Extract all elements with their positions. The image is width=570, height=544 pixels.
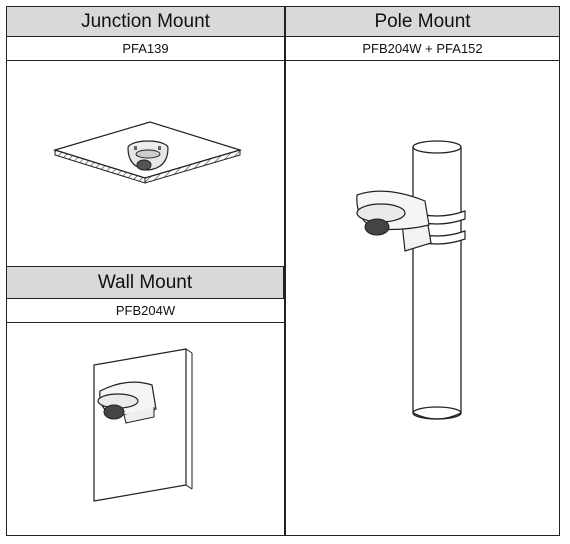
ceiling-junction-mount-icon [52, 121, 243, 184]
pole-mount-header: Pole Mount [286, 7, 559, 37]
pole-mount-model-row: PFB204W + PFA152 [286, 37, 559, 61]
pole-mount-icon [356, 140, 466, 420]
wall-mount-title: Wall Mount [97, 271, 193, 293]
column-divider [284, 6, 286, 536]
wall-mount-header: Wall Mount [7, 267, 284, 299]
junction-mount-model-row: PFA139 [7, 37, 284, 61]
mount-table [6, 6, 560, 536]
wall-mount-model: PFB204W [115, 303, 176, 318]
junction-mount-header: Junction Mount [7, 7, 284, 37]
pole-mount-model: PFB204W + PFA152 [362, 41, 483, 56]
wall-mount-model-row: PFB204W [7, 299, 284, 323]
junction-mount-model: PFA139 [122, 41, 169, 56]
junction-mount-title: Junction Mount [81, 10, 210, 32]
wall-mount-icon [93, 348, 193, 502]
pole-mount-title: Pole Mount [374, 10, 471, 32]
wall-section-top-border [7, 266, 284, 268]
